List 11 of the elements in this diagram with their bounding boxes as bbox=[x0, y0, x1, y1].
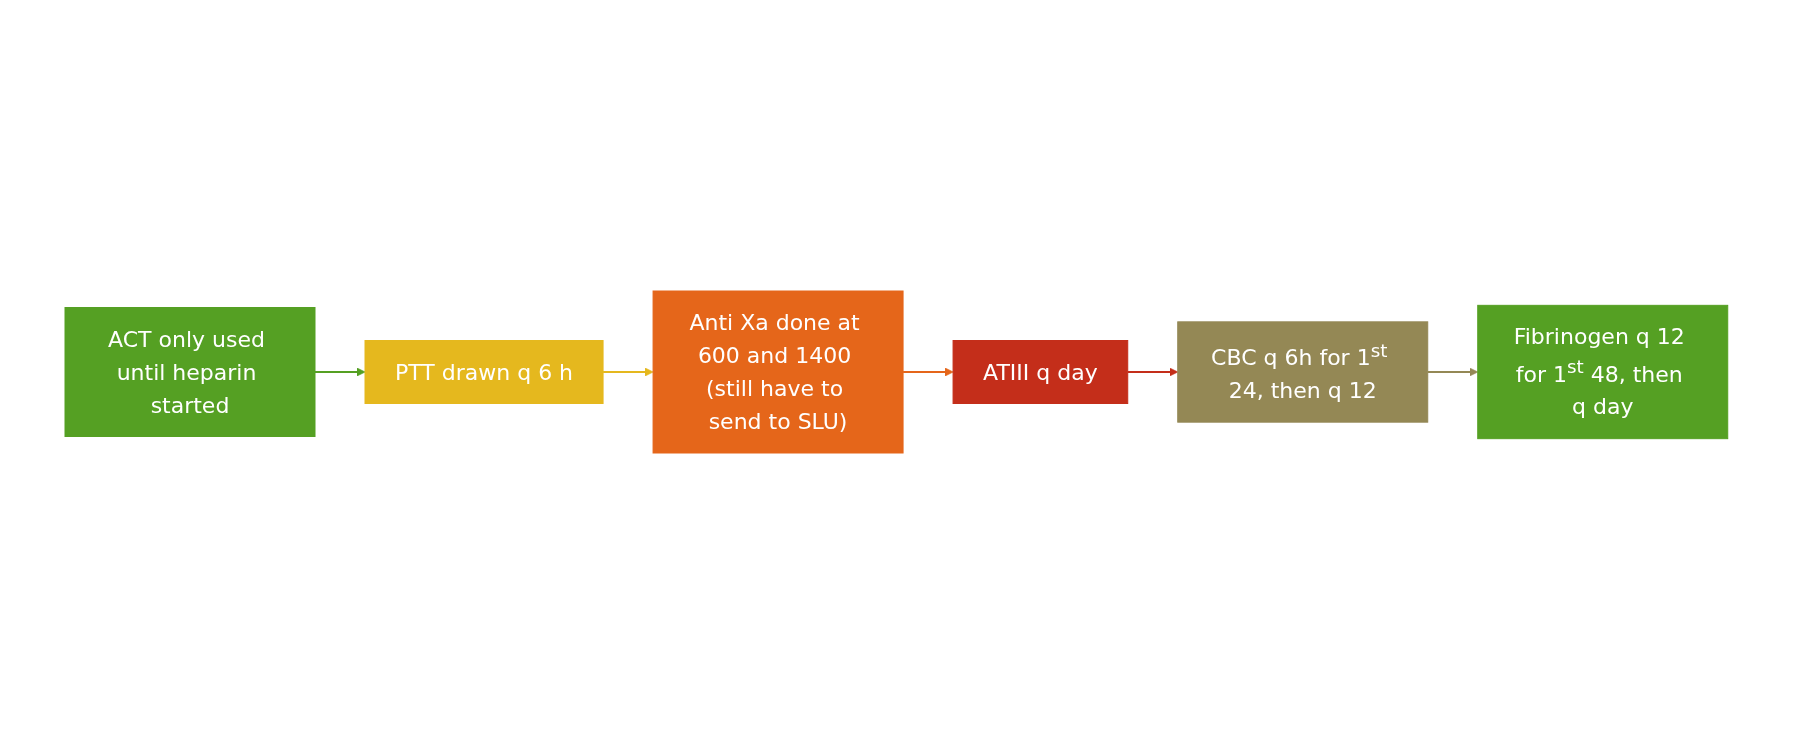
arrow bbox=[314, 367, 366, 377]
node-box: CBC q 6h for 1$^{st}$ 24, then q 12 bbox=[1177, 321, 1429, 423]
arrow bbox=[1126, 367, 1179, 377]
arrow bbox=[902, 367, 954, 377]
node-box: ACT only used until heparin started bbox=[64, 307, 316, 437]
node-box: Anti Xa done at 600 and 1400 (still have to send to SLU) bbox=[652, 290, 904, 454]
node-box: Fibrinogen q 12 for 1$^{st}$ 48, then q day bbox=[1477, 304, 1729, 440]
node-box: ATIII q day bbox=[952, 340, 1129, 404]
arrow bbox=[1426, 367, 1479, 377]
arrow bbox=[602, 367, 654, 377]
node-box: PTT drawn q 6 h bbox=[364, 340, 604, 404]
